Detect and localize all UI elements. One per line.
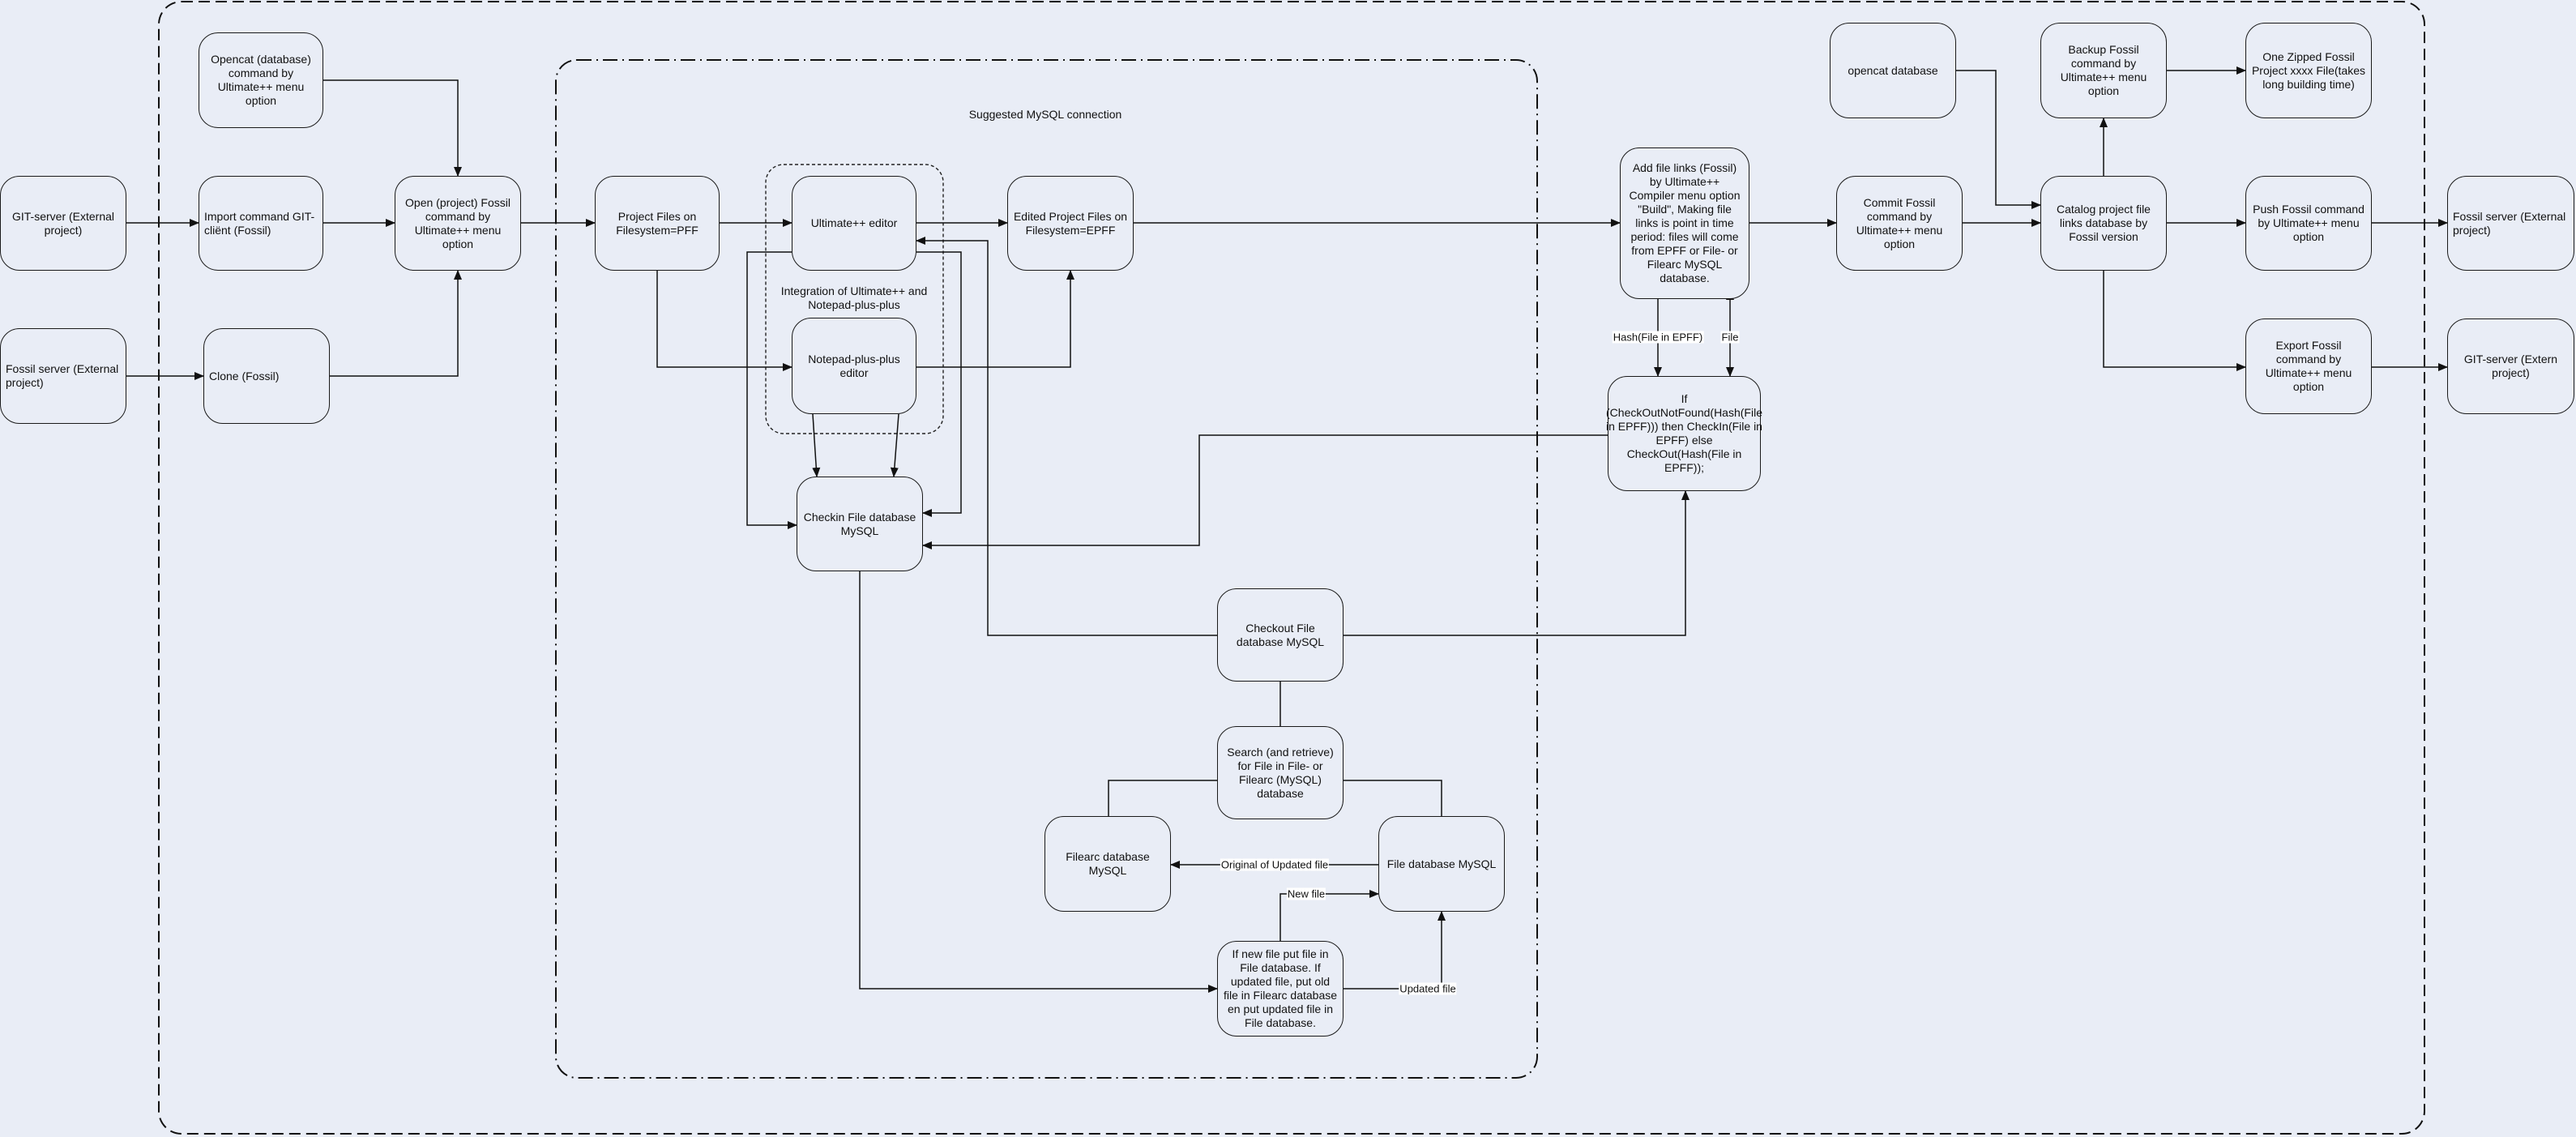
node-fossil-server-ext-right: Fossil server (External project) (2447, 176, 2574, 271)
edge-search-to-filedb (1344, 780, 1442, 816)
node-label: Fossil server (External project) (6, 362, 119, 389)
edge-npp-to-checkin-2 (890, 413, 899, 477)
edge-checkout-to-if (1344, 490, 1690, 636)
node-export: Export Fossil command by Ultimate++ menu… (2245, 318, 2372, 414)
node-clone: Clone (Fossil) (203, 328, 330, 424)
node-label: GIT-server (External project) (11, 209, 115, 237)
node-label: Project Files on Filesystem=PFF (616, 209, 698, 237)
node-label: Catalog project file links database by F… (2057, 203, 2151, 243)
edge-search-to-filearc (1108, 780, 1217, 816)
editor-group-frame (765, 164, 944, 434)
edge-opencatdb-to-catalog (1956, 70, 2041, 209)
node-search: Search (and retrieve) for File in File- … (1217, 726, 1344, 819)
node-label: Edited Project Files on Filesystem=EPFF (1013, 209, 1128, 237)
node-label: If new file put file in File database. I… (1223, 947, 1338, 1029)
node-label: Clone (Fossil) (209, 369, 280, 383)
node-label: One Zipped Fossil Project xxxx File(take… (2251, 49, 2366, 91)
node-commit: Commit Fossil command by Ultimate++ menu… (1836, 176, 1963, 271)
node-opencat-db: opencat database (1830, 23, 1956, 118)
node-npp-editor: Notepad-plus-plus editor (792, 318, 916, 414)
node-label: If (CheckOutNotFound(Hash(File in EPFF))… (1606, 392, 1762, 474)
edge-pff-to-npp (656, 271, 792, 371)
node-git-server-ext-right: GIT-server (Extern project) (2447, 318, 2574, 414)
node-zipped: One Zipped Fossil Project xxxx File(take… (2245, 23, 2372, 118)
node-import-cmd: Import command GIT-cliënt (Fossil) (199, 176, 323, 271)
node-add-links: Add file links (Fossil) by Ultimate++ Co… (1620, 147, 1749, 299)
edge-ifnew-to-filedb-updated (1344, 911, 1446, 990)
node-label: Search (and retrieve) for File in File- … (1227, 745, 1334, 800)
node-file-db: File database MySQL (1378, 816, 1505, 912)
edge-clone-to-open (330, 270, 462, 377)
node-catalog: Catalog project file links database by F… (2040, 176, 2167, 271)
node-pff: Project Files on Filesystem=PFF (595, 176, 720, 271)
edge-if-to-checkin (922, 434, 1608, 549)
node-label: Push Fossil command by Ultimate++ menu o… (2253, 203, 2365, 243)
edge-label-original: Original of Updated file (1220, 858, 1330, 871)
node-label: Open (project) Fossil command by Ultimat… (405, 195, 511, 250)
edge-npp-to-epff (916, 270, 1074, 368)
edge-label-new-file: New file (1286, 887, 1326, 900)
edge-checkin-to-ifnew (859, 571, 1218, 993)
node-checkout-db: Checkout File database MySQL (1217, 588, 1344, 682)
node-label: File database MySQL (1386, 857, 1497, 870)
node-backup: Backup Fossil command by Ultimate++ menu… (2040, 23, 2167, 118)
node-label: Opencat (database) command by Ultimate++… (211, 53, 311, 107)
node-label: Import command GIT-cliënt (Fossil) (204, 209, 315, 237)
node-upp-editor: Ultimate++ editor (792, 176, 916, 271)
node-label: Export Fossil command by Ultimate++ menu… (2265, 339, 2352, 393)
edge-upp-to-checkin-right (916, 251, 962, 517)
edge-catalog-to-export (2103, 271, 2246, 371)
edge-upp-to-checkin-left (746, 251, 797, 529)
edge-label-updated-file: Updated file (1399, 982, 1457, 995)
edge-ifnew-to-filedb-new (1279, 890, 1379, 941)
node-label: Filearc database MySQL (1066, 850, 1150, 877)
node-if-checkout: If (CheckOutNotFound(Hash(File in EPFF))… (1606, 376, 1762, 491)
node-label: Add file links (Fossil) by Ultimate++ Co… (1629, 161, 1741, 284)
node-label: Backup Fossil command by Ultimate++ menu… (2060, 43, 2147, 97)
node-label: Fossil server (External project) (2453, 209, 2566, 237)
node-label: Notepad-plus-plus editor (808, 352, 900, 379)
node-if-new: If new file put file in File database. I… (1217, 941, 1344, 1037)
node-label: Ultimate++ editor (810, 216, 898, 229)
node-git-server-ext: GIT-server (External project) (0, 176, 126, 271)
node-label: GIT-server (Extern project) (2463, 353, 2558, 379)
node-label: Checkin File database MySQL (803, 510, 916, 537)
node-label: Commit Fossil command by Ultimate++ menu… (1856, 195, 1943, 250)
edge-npp-to-checkin-1 (812, 413, 821, 477)
editor-group-label: Integration of Ultimate++ and Notepad-pl… (780, 284, 928, 311)
outer-group-frame (158, 1, 2425, 1135)
edge-checkout-to-upp (916, 237, 1217, 636)
edge-label-hash: Hash(File in EPFF) (1612, 331, 1704, 344)
edge-label-file: File (1720, 331, 1740, 344)
mysql-group-frame (555, 59, 1538, 1079)
node-push: Push Fossil command by Ultimate++ menu o… (2245, 176, 2372, 271)
node-opencat-cmd: Opencat (database) command by Ultimate++… (199, 32, 323, 128)
node-label: Checkout File database MySQL (1236, 621, 1325, 648)
node-checkin-db: Checkin File database MySQL (797, 477, 923, 571)
node-epff: Edited Project Files on Filesystem=EPFF (1007, 176, 1134, 271)
node-label: opencat database (1848, 63, 1938, 77)
mysql-group-label: Suggested MySQL connection (968, 108, 1122, 121)
node-filearc-db: Filearc database MySQL (1044, 816, 1171, 912)
node-open-fossil: Open (project) Fossil command by Ultimat… (395, 176, 521, 271)
node-fossil-server-ext-left: Fossil server (External project) (0, 328, 126, 424)
edge-opencat-to-open (323, 79, 462, 177)
